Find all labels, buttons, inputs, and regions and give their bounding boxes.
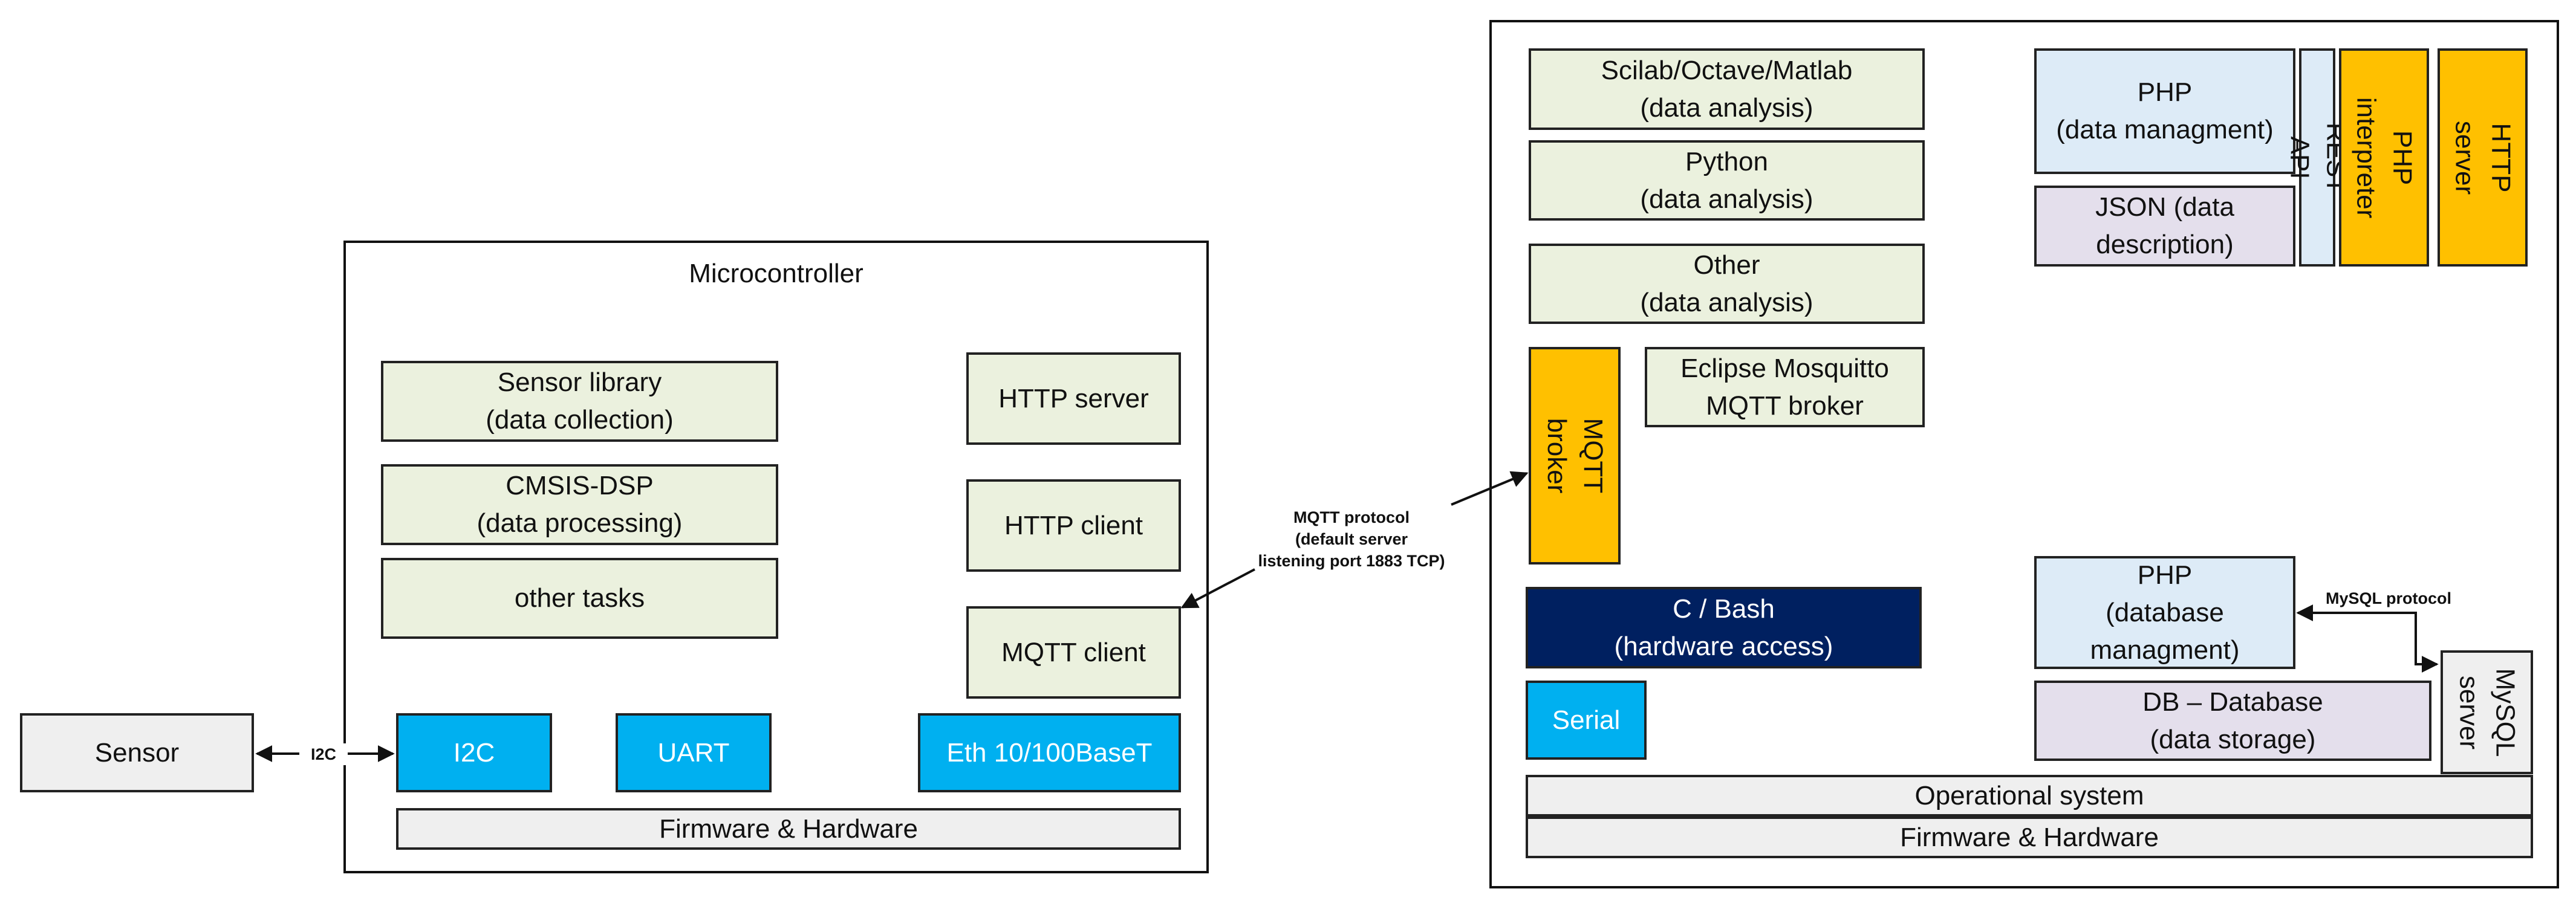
i2c-link-label: I2C xyxy=(299,743,348,765)
db-box: DB – Database (data storage) xyxy=(2034,681,2431,761)
mqtt-arrow-lower xyxy=(1180,568,1255,609)
mcu-http-server-box: HTTP server xyxy=(966,352,1181,445)
mysql-server-box: MySQL server xyxy=(2441,650,2533,774)
os-label: Operational system xyxy=(1914,780,2144,810)
php-data-box: PHP (data managment) xyxy=(2034,48,2295,174)
microcontroller-title: Microcontroller xyxy=(689,259,864,288)
other-analysis-label: Other (data analysis) xyxy=(1640,250,1813,317)
mqtt-arrow-upper xyxy=(1451,471,1529,506)
eth-label: Eth 10/100BaseT xyxy=(946,737,1153,768)
sensor-library-label: Sensor library (data collection) xyxy=(486,367,674,435)
other-analysis-box: Other (data analysis) xyxy=(1529,244,1925,324)
server-frame xyxy=(1489,20,2559,888)
mqtt-client-box: MQTT client xyxy=(966,606,1181,699)
mcu-http-client-label: HTTP client xyxy=(1004,510,1143,540)
http-server-box: HTTP server xyxy=(2438,48,2528,267)
php-db-label: PHP (database managment) xyxy=(2090,560,2240,665)
server-firmware-box: Firmware & Hardware xyxy=(1526,817,2533,858)
db-label: DB – Database (data storage) xyxy=(2142,687,2323,754)
microcontroller-frame xyxy=(343,241,1209,873)
serial-box: Serial xyxy=(1526,681,1647,760)
php-db-box: PHP (database managment) xyxy=(2034,556,2295,669)
php-data-label: PHP (data managment) xyxy=(2056,77,2274,144)
mqtt-broker-box: MQTT broker xyxy=(1529,347,1621,564)
cmsis-dsp-box: CMSIS-DSP (data processing) xyxy=(381,464,778,545)
sensor-library-box: Sensor library (data collection) xyxy=(381,361,778,442)
mosquitto-label: Eclipse Mosquitto MQTT broker xyxy=(1680,353,1889,421)
mysql-arrow xyxy=(2296,604,2439,673)
server-firmware-label: Firmware & Hardware xyxy=(1900,822,2159,852)
mcu-http-client-box: HTTP client xyxy=(966,479,1181,572)
mosquitto-box: Eclipse Mosquitto MQTT broker xyxy=(1645,347,1925,427)
mcu-firmware-label: Firmware & Hardware xyxy=(659,814,918,844)
c-bash-label: C / Bash (hardware access) xyxy=(1614,594,1833,661)
sensor-label: Sensor xyxy=(94,737,180,768)
mysql-protocol-label: MySQL protocol xyxy=(2325,589,2451,607)
python-box: Python (data analysis) xyxy=(1529,140,1925,221)
mqtt-client-label: MQTT client xyxy=(1001,637,1146,667)
scilab-box: Scilab/Octave/Matlab (data analysis) xyxy=(1529,48,1925,130)
mcu-http-server-label: HTTP server xyxy=(998,383,1149,413)
uart-box: UART xyxy=(616,713,772,792)
cmsis-dsp-label: CMSIS-DSP (data processing) xyxy=(476,471,683,538)
other-tasks-label: other tasks xyxy=(514,583,645,613)
i2c-label: I2C xyxy=(453,737,495,768)
mcu-firmware-box: Firmware & Hardware xyxy=(396,808,1181,850)
sensor-box: Sensor xyxy=(20,713,254,792)
c-bash-box: C / Bash (hardware access) xyxy=(1526,587,1922,668)
serial-label: Serial xyxy=(1552,705,1621,735)
other-tasks-box: other tasks xyxy=(381,558,778,639)
python-label: Python (data analysis) xyxy=(1640,146,1813,214)
i2c-box: I2C xyxy=(396,713,552,792)
scilab-label: Scilab/Octave/Matlab (data analysis) xyxy=(1601,55,1853,123)
os-box: Operational system xyxy=(1526,775,2533,817)
json-box: JSON (data description) xyxy=(2034,186,2295,267)
json-label: JSON (data description) xyxy=(2095,192,2234,259)
rest-api-box: REST API xyxy=(2285,48,2350,267)
uart-label: UART xyxy=(657,737,730,768)
mqtt-protocol-label: MQTT protocol (default server listening … xyxy=(1258,508,1445,570)
php-interpreter-box: PHP interpreter xyxy=(2339,48,2429,267)
eth-box: Eth 10/100BaseT xyxy=(918,713,1181,792)
